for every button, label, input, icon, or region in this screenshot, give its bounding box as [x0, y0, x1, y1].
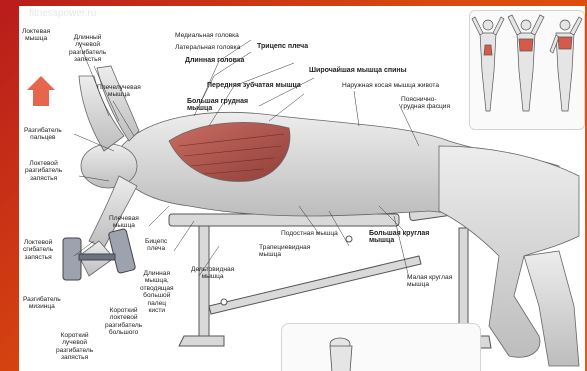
label-abductor-pollicis: Длинная мышца, отводящая большой палец к…	[140, 270, 174, 314]
label-medial-head: Медиальная головка	[175, 32, 239, 39]
label-lumbar-fascia: Пояснично- грудная фасция	[401, 96, 450, 111]
label-ulnar-muscle: Локтевая мышца	[22, 28, 50, 43]
secondary-figure	[282, 324, 480, 371]
label-lat: Широчайшая мышца спины	[309, 67, 407, 74]
label-teres-minor: Малая круглая мышца	[407, 274, 452, 289]
label-teres-major: Большая круглая мышца	[369, 230, 429, 245]
label-pectoralis: Большая грудная мышца	[187, 98, 248, 113]
illustration-panel: fitnesspower.ru	[19, 6, 585, 371]
label-trapezius: Трапециевидная мышца	[259, 244, 310, 259]
muscle-map-inset	[469, 10, 585, 130]
label-lateral-head: Латеральная головка	[175, 44, 240, 51]
label-ext-carpi-ulnaris: Локтевой разгибатель запястья	[25, 160, 62, 182]
label-triceps: Трицепс плеча	[257, 43, 308, 50]
label-ext-digitorum: Разгибатель пальцев	[24, 127, 62, 142]
label-ext-pollicis-brevis: Короткий лучевой разгибатель запястья	[56, 332, 93, 362]
label-biceps: Бицепс плеча	[145, 238, 167, 253]
label-ext-carpi-radialis-longus: Длинный лучевой разгибатель запястья	[69, 34, 106, 64]
label-brachioradialis: Плечелучевая мышца	[97, 84, 141, 99]
secondary-view-inset	[281, 323, 481, 371]
label-serratus: Передняя зубчатая мышца	[207, 82, 301, 89]
label-flexor-carpi-ulnaris: Локтевой сгибатель запястья	[23, 239, 53, 261]
direction-arrow-icon	[27, 76, 55, 106]
label-ext-carpi-ulnaris-short: Короткий локтевой разгибатель большого	[105, 307, 142, 337]
standing-figures	[470, 11, 584, 129]
label-external-oblique: Наружная косая мышца живота	[342, 82, 439, 89]
label-long-head: Длинная головка	[185, 57, 244, 64]
label-subscapularis: Подостная мышца	[281, 230, 338, 237]
label-deltoid: Дельтовидная мышца	[191, 266, 234, 281]
label-brachialis: Плечевая мышца	[109, 215, 139, 230]
label-ext-digiti-minimi: Разгибатель мизинца	[23, 296, 61, 311]
